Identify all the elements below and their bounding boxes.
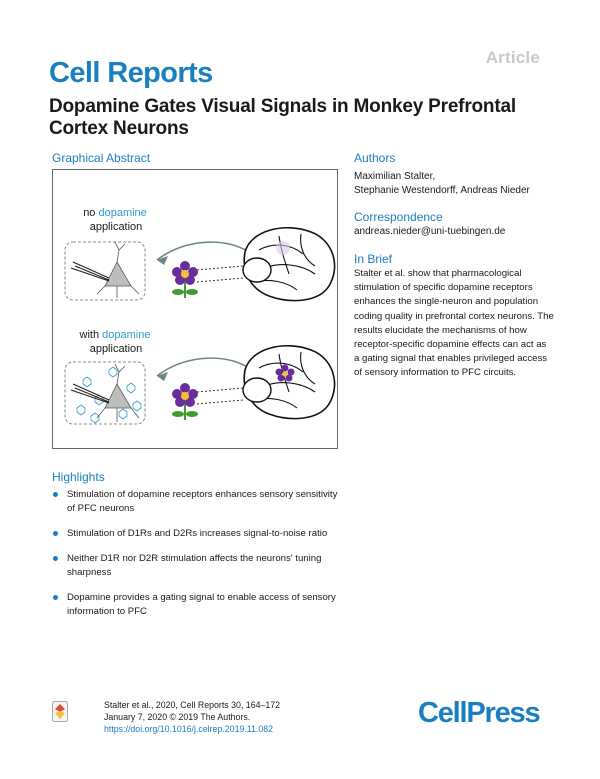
highlights-list: Stimulation of dopamine receptors enhanc… (52, 488, 342, 630)
authors-heading: Authors (354, 151, 396, 165)
monkey-brain-bottom (242, 344, 336, 420)
flower-icon-small (275, 364, 295, 382)
flower-icon-bottom (172, 383, 198, 420)
highlight-item: Dopamine provides a gating signal to ena… (52, 591, 342, 619)
recording-box-top (64, 241, 146, 301)
dopamine-molecules (76, 366, 142, 424)
arrow-top (156, 241, 250, 261)
correspondence-email[interactable]: andreas.nieder@uni-tuebingen.de (354, 226, 506, 237)
label-application-bottom: application (90, 343, 143, 355)
arrowhead-top (157, 256, 168, 265)
gaze-lines-bottom (196, 387, 244, 405)
graphical-abstract-figure: no dopamine application (64, 207, 336, 425)
highlight-item: Stimulation of D1Rs and D2Rs increases s… (52, 527, 342, 541)
bullet-icon (53, 556, 58, 561)
graphical-abstract-panel: no dopamine application (52, 169, 338, 449)
label-no-dopamine: no dopamine (83, 207, 147, 219)
crossmark-icon[interactable] (52, 701, 68, 722)
arrowhead-bottom (157, 372, 168, 381)
article-type-tag: Article (485, 48, 540, 67)
citation-block: Stalter et al., 2020, Cell Reports 30, 1… (104, 699, 280, 735)
label-application-top: application (90, 221, 143, 233)
article-title: Dopamine Gates Visual Signals in Monkey … (49, 96, 516, 139)
neuron-bottom (96, 363, 140, 422)
correspondence-heading: Correspondence (354, 210, 443, 224)
electrode-bottom (70, 383, 110, 404)
in-brief-text: Stalter et al. show that pharmacological… (354, 268, 554, 379)
recording-box-bottom (64, 361, 146, 425)
arrow-bottom (156, 357, 250, 377)
journal-name: Cell Reports (49, 57, 213, 89)
neuron-top (96, 241, 140, 298)
doi-link[interactable]: https://doi.org/10.1016/j.celrep.2019.11… (104, 724, 274, 734)
highlight-item: Stimulation of dopamine receptors enhanc… (52, 488, 342, 516)
in-brief-heading: In Brief (354, 252, 393, 266)
bullet-icon (53, 531, 58, 536)
highlight-item: Neither D1R nor D2R stimulation affects … (52, 552, 342, 580)
author-line-2: Stephanie Westendorff, Andreas Nieder (354, 185, 530, 196)
monkey-brain-top (242, 226, 336, 302)
citation-line: Stalter et al., 2020, Cell Reports 30, 1… (104, 700, 281, 710)
label-with-dopamine: with dopamine (79, 329, 151, 341)
author-line-1: Maximilian Stalter, (354, 171, 436, 182)
date-line: January 7, 2020 © 2019 The Authors. (104, 712, 251, 722)
electrode-top (70, 261, 110, 282)
flower-icon-top (172, 261, 198, 298)
bullet-icon (53, 492, 58, 497)
gaze-lines-top (196, 265, 244, 283)
highlights-heading: Highlights (52, 470, 105, 484)
graphical-abstract-heading: Graphical Abstract (52, 151, 151, 165)
bullet-icon (53, 595, 58, 600)
cellpress-logo: CellPress (418, 697, 541, 729)
